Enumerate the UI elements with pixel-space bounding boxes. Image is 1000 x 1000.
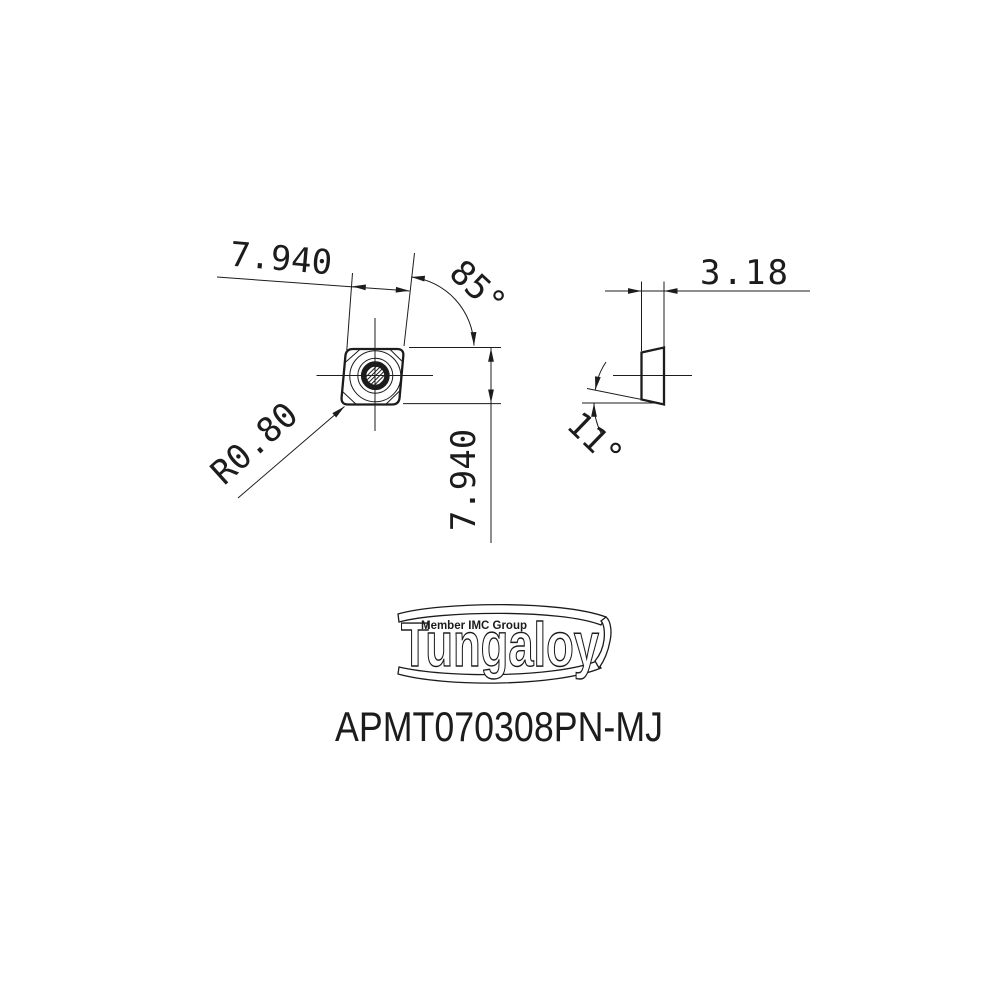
dim-thickness: 3.18 [700,253,790,293]
side-view-dimensions: 3.18 11° [559,253,810,476]
insert-top-view [316,318,433,431]
dim-clearance-angle: 11° [559,404,631,475]
dim-width: 7.940 [228,235,333,284]
dim-corner-angle: 85° [441,252,513,323]
dim-height: 7.940 [444,429,484,531]
insert-side-view [613,346,692,406]
logo-right-cap [594,616,612,670]
corner-facet-lines [341,349,404,405]
logo-brand: Tungaloy [401,611,599,680]
dim-corner-radius: R0.80 [203,395,306,493]
part-number: APMT070308PN-MJ [335,703,663,750]
logo-member-text: Member IMC Group [421,620,527,632]
logo-top-band [397,603,607,626]
tungaloy-logo: Tungaloy Member IMC Group [397,603,612,684]
